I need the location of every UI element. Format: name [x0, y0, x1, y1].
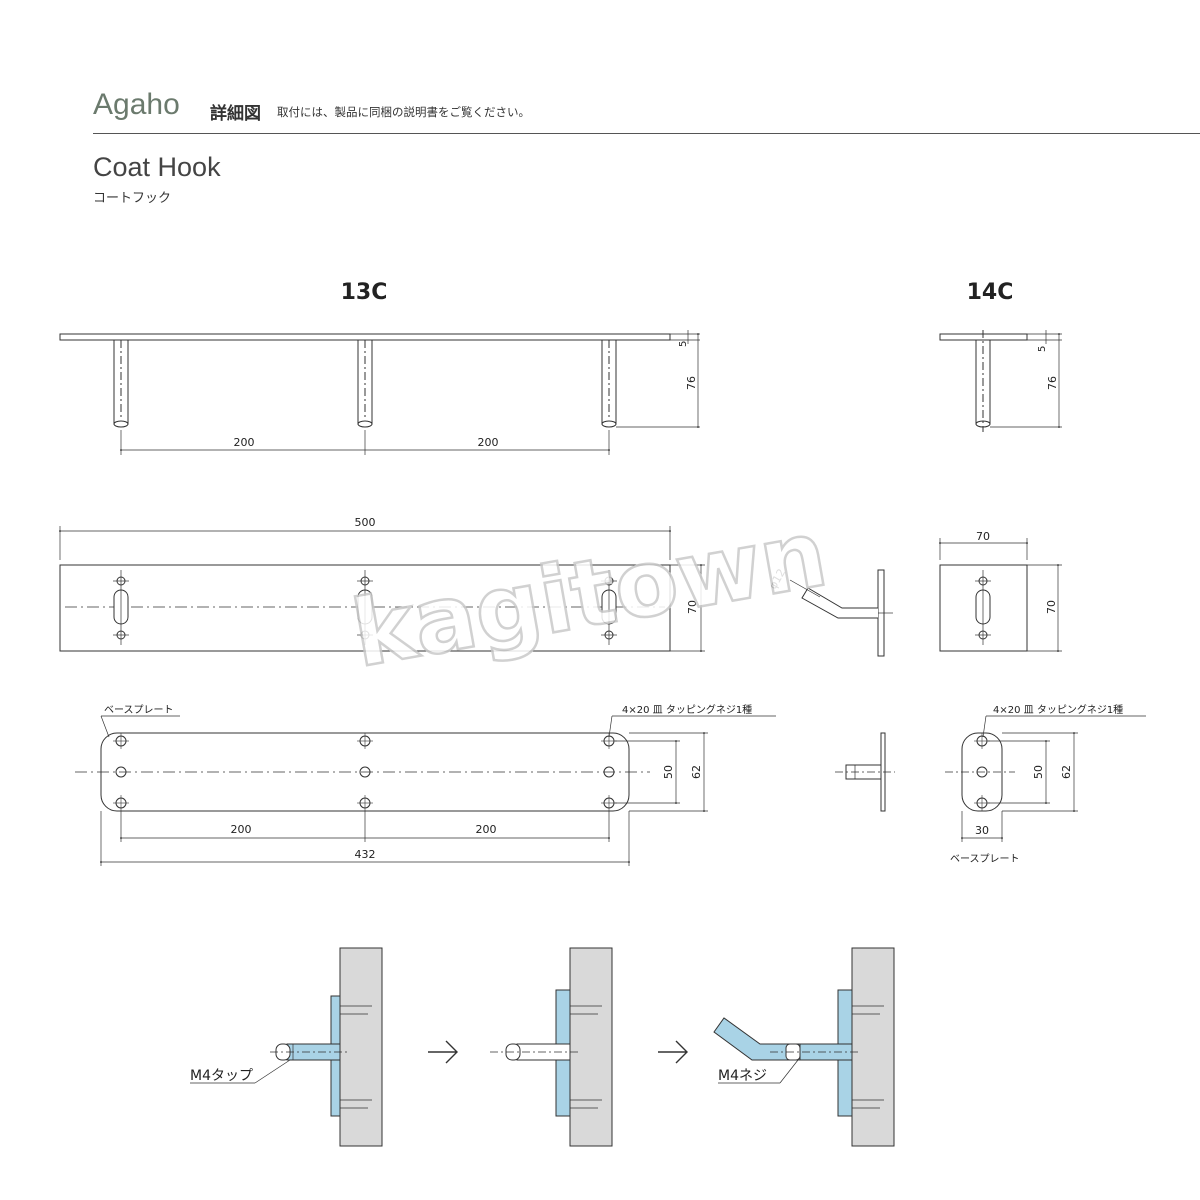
product-name-jp: コートフック [93, 191, 172, 206]
product-name-en: Coat Hook [93, 152, 221, 182]
13c-base-dim-200-left: 200 [231, 823, 252, 836]
13c-top-view [59, 526, 705, 652]
14c-dim-5: 5 [1037, 346, 1048, 352]
13c-top-slot-3 [601, 570, 617, 645]
13c-base-dim-432: 432 [355, 848, 376, 861]
14c-front-view [939, 330, 1062, 432]
13c-base-dim-200-right: 200 [476, 823, 497, 836]
13c-front-peg-2 [357, 339, 373, 428]
14c-base-plate [945, 715, 1146, 842]
install-step-1 [190, 947, 383, 1147]
model-13c-title: 13C [341, 280, 388, 305]
base-side-view [835, 732, 895, 812]
hook-side-view [789, 569, 893, 657]
install-step-3 [713, 947, 895, 1147]
13c-top-slot-2 [357, 570, 373, 645]
13c-dim-70: 70 [686, 600, 699, 614]
13c-base-dim-50: 50 [662, 765, 675, 779]
m4-tap-label: M4タップ [190, 1068, 253, 1084]
brand-logo: Agaho [93, 88, 180, 121]
13c-front-view [59, 330, 700, 455]
header: Agaho 詳細図 取付には、製品に同梱の説明書をご覧ください。 [0, 0, 1200, 140]
13c-base-holes-1 [113, 733, 129, 811]
13c-screw-label: 4×20 皿 タッピングネジ1種 [622, 703, 752, 716]
13c-dim-500: 500 [355, 516, 376, 529]
13c-dim-5: 5 [678, 341, 689, 347]
header-divider [93, 133, 1200, 134]
m4-screw-label: M4ネジ [718, 1068, 767, 1084]
14c-base-plate-label: ベースプレート [950, 853, 1020, 865]
13c-base-plate-label: ベースプレート [104, 704, 174, 716]
13c-front-peg-3 [601, 339, 617, 428]
step-arrow-2 [658, 1040, 688, 1064]
14c-dim-70-height: 70 [1045, 600, 1058, 614]
model-14c-title: 14C [967, 280, 1014, 305]
13c-base-dim-62: 62 [690, 765, 703, 779]
watermark: kagitown [345, 500, 835, 688]
13c-dim-200-left: 200 [234, 436, 255, 449]
14c-base-dim-50: 50 [1032, 765, 1045, 779]
section-title: 詳細図 [210, 104, 261, 124]
14c-dim-70-width: 70 [976, 530, 990, 543]
installation-note: 取付には、製品に同梱の説明書をご覧ください。 [277, 105, 530, 119]
14c-screw-label: 4×20 皿 タッピングネジ1種 [993, 703, 1123, 716]
13c-dim-200-right: 200 [478, 436, 499, 449]
13c-top-slot-1 [113, 570, 129, 645]
13c-dim-76: 76 [685, 376, 698, 390]
13c-base-holes-2 [357, 733, 373, 811]
14c-top-view [939, 538, 1062, 652]
13c-base-plate [75, 715, 776, 866]
14c-dim-76: 76 [1046, 376, 1059, 390]
step-arrow-1 [428, 1040, 458, 1064]
14c-base-dim-62: 62 [1060, 765, 1073, 779]
13c-front-peg-1 [113, 339, 129, 428]
14c-base-dim-30: 30 [975, 824, 989, 837]
install-step-2 [490, 947, 613, 1147]
